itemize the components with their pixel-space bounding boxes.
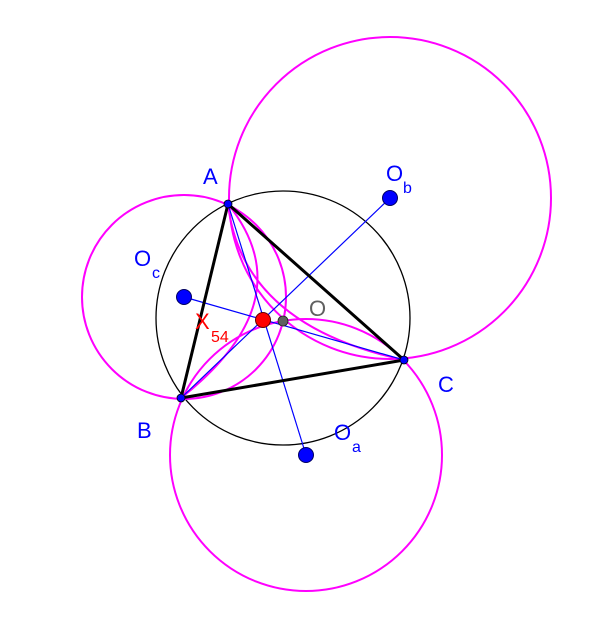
label-ob-sub: b	[403, 180, 412, 197]
circumcircle	[155, 190, 411, 446]
label-b: B	[137, 418, 152, 443]
point-x54[interactable]	[255, 312, 271, 328]
circle-oa	[169, 318, 443, 592]
line-b-ob	[180, 197, 391, 399]
label-oa-sub: a	[352, 439, 361, 456]
label-oa: O a	[334, 420, 361, 456]
line-a-oa	[227, 203, 307, 456]
triangle-abc	[179, 202, 406, 400]
label-c: C	[438, 372, 454, 397]
point-c[interactable]	[399, 355, 409, 365]
label-a: A	[203, 164, 218, 189]
point-ob[interactable]	[382, 190, 398, 206]
point-a[interactable]	[223, 199, 233, 209]
label-ob-main: O	[386, 161, 403, 186]
label-oc: O c	[134, 246, 160, 282]
label-oc-sub: c	[152, 265, 160, 282]
label-x54-main: X	[195, 309, 210, 334]
point-oc[interactable]	[176, 289, 192, 305]
line-c-oc	[183, 296, 405, 361]
label-x54-sub: 54	[211, 329, 229, 346]
arc-a-b	[180, 203, 259, 399]
point-b[interactable]	[176, 393, 186, 403]
label-oc-main: O	[134, 246, 151, 271]
label-ob: O b	[386, 161, 412, 197]
point-o[interactable]	[277, 315, 289, 327]
point-oa[interactable]	[298, 447, 314, 463]
label-oa-main: O	[334, 420, 351, 445]
label-x54: X 54	[195, 309, 229, 346]
label-o: O	[309, 296, 326, 321]
circle-ob	[228, 36, 552, 360]
